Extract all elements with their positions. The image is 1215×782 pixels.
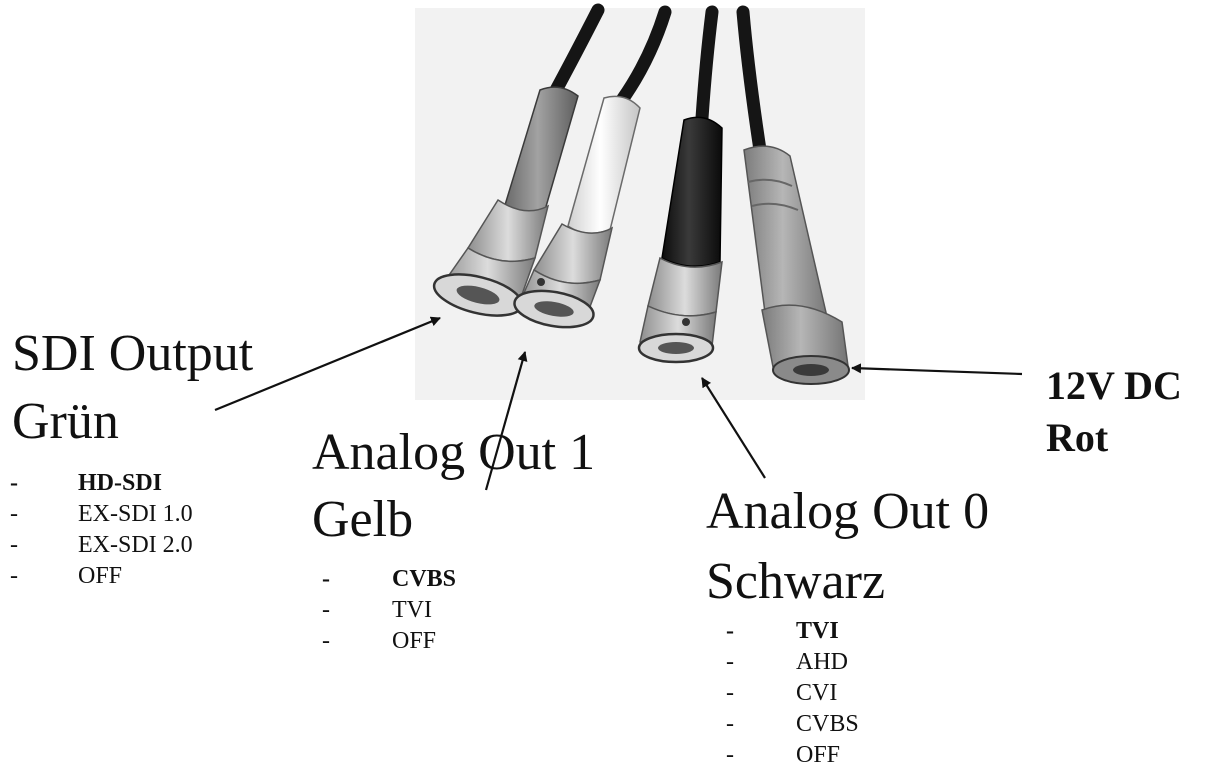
cables [548, 3, 767, 157]
sdi-mode-option: EX-SDI 2.0 [0, 530, 193, 561]
black-cable [695, 5, 719, 125]
analog-out-0-mode-option: TVI [714, 616, 859, 647]
analog-out-1-title: Analog Out 1 [312, 424, 596, 481]
analog-out-1-mode-option: OFF [318, 626, 456, 657]
callout-arrows [214, 316, 1023, 491]
analog-out-1-mode-list: CVBS TVI OFF [318, 564, 456, 657]
red-cable [736, 5, 767, 157]
analog-out-0-mode-list: TVI AHD CVI CVBS OFF [714, 616, 859, 771]
analog-out-1-mode-option: TVI [318, 595, 456, 626]
yellow-analog1-connector-icon [513, 95, 641, 329]
red-power-connector-icon [743, 145, 850, 385]
sdi-arrow [214, 316, 441, 412]
analog-out-0-mode-option: CVBS [714, 709, 859, 740]
analog-out-0-color-label: Schwarz [706, 553, 886, 610]
sdi-mode-option: HD-SDI [0, 468, 193, 499]
analog-out-0-mode-option: CVI [714, 678, 859, 709]
sdi-mode-option: OFF [0, 561, 193, 592]
power-arrow [851, 363, 1023, 376]
black-analog0-connector-icon [637, 116, 723, 364]
analog-out-1-mode-option: CVBS [318, 564, 456, 595]
analog-out-0-mode-option: OFF [714, 740, 859, 771]
analog-out-0-mode-option: AHD [714, 647, 859, 678]
sdi-color-label: Grün [12, 393, 119, 450]
green-cable [548, 3, 605, 99]
analog1-arrow [484, 351, 528, 491]
sdi-mode-option: EX-SDI 1.0 [0, 499, 193, 530]
analog0-arrow [701, 377, 766, 479]
analog-out-1-color-label: Gelb [312, 491, 414, 548]
sdi-mode-list: HD-SDI EX-SDI 1.0 EX-SDI 2.0 OFF [0, 468, 193, 592]
sdi-output-title: SDI Output [12, 325, 254, 382]
power-title: 12V DC [1046, 363, 1182, 408]
power-color-label: Rot [1046, 415, 1109, 460]
analog-out-0-title: Analog Out 0 [706, 483, 990, 540]
yellow-cable [615, 5, 672, 107]
